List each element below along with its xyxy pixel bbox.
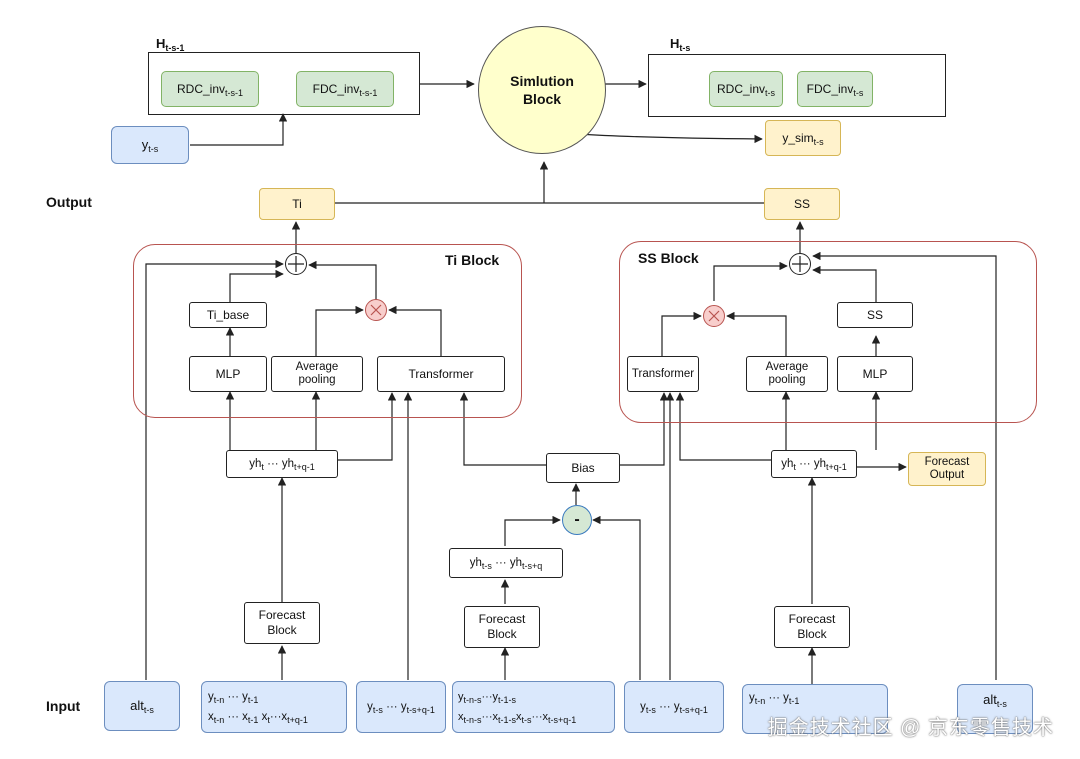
ti-block-frame: [133, 244, 522, 418]
hidden-state-cur-frame: [648, 54, 946, 117]
rdc-inv-cur-node: RDC_invt-s: [709, 71, 783, 107]
ss-transformer-node: Transformer: [627, 356, 699, 392]
plus-operator-icon: [285, 253, 307, 275]
multiply-operator-icon: [365, 299, 387, 321]
fdc-inv-cur-node: FDC_invt-s: [797, 71, 873, 107]
y-shift-input-left-node: yt-s ··· yt-s+q-1: [356, 681, 446, 733]
watermark-text: 掘金技术社区 @ 京东零售技术: [767, 717, 1054, 739]
hidden-state-prev-label: Ht-s-1: [156, 36, 185, 53]
y-ts-input-node: yt-s: [111, 126, 189, 164]
ti-block-title: Ti Block: [445, 252, 500, 268]
alt-input-left-node: altt-s: [104, 681, 180, 731]
input-row-label: Input: [46, 698, 81, 714]
ti-transformer-node: Transformer: [377, 356, 505, 392]
history-input-left-node: yt-n ··· yt-1 xt-n ··· xt-1 xt···xt+q-1: [201, 681, 347, 733]
yh-sequence-mid-node: yht-s ··· yht-s+q: [449, 548, 563, 578]
plus-operator-icon: [789, 253, 811, 275]
ti-mlp-node: MLP: [189, 356, 267, 392]
history-input-right-node: yt-n ··· yt-1: [742, 684, 888, 734]
yh-sequence-left-node: yht ··· yht+q-1: [226, 450, 338, 478]
minus-operator-icon: -: [562, 505, 592, 535]
ss-output-node: SS: [764, 188, 840, 220]
rdc-inv-prev-node: RDC_invt-s-1: [161, 71, 259, 107]
bias-node: Bias: [546, 453, 620, 483]
output-row-label: Output: [46, 194, 92, 210]
hidden-state-prev-frame: [148, 52, 420, 115]
fdc-inv-prev-node: FDC_invt-s-1: [296, 71, 394, 107]
ss-inner-node: SS: [837, 302, 913, 328]
alt-input-right-node: altt-s: [957, 684, 1033, 734]
y-sim-output-node: y_simt-s: [765, 120, 841, 156]
history-input-mid-node: yt-n-s···yt-1-s xt-n-s···xt-1-sxt-s···xt…: [452, 681, 615, 733]
ss-block-title: SS Block: [638, 250, 699, 266]
yh-sequence-right-node: yht ··· yht+q-1: [771, 450, 857, 478]
ti-base-node: Ti_base: [189, 302, 267, 328]
ss-mlp-node: MLP: [837, 356, 913, 392]
ti-output-node: Ti: [259, 188, 335, 220]
hidden-state-cur-label: Ht-s: [670, 36, 691, 53]
y-shift-input-right-node: yt-s ··· yt-s+q-1: [624, 681, 724, 733]
ss-block-frame: [619, 241, 1037, 423]
multiply-operator-icon: [703, 305, 725, 327]
